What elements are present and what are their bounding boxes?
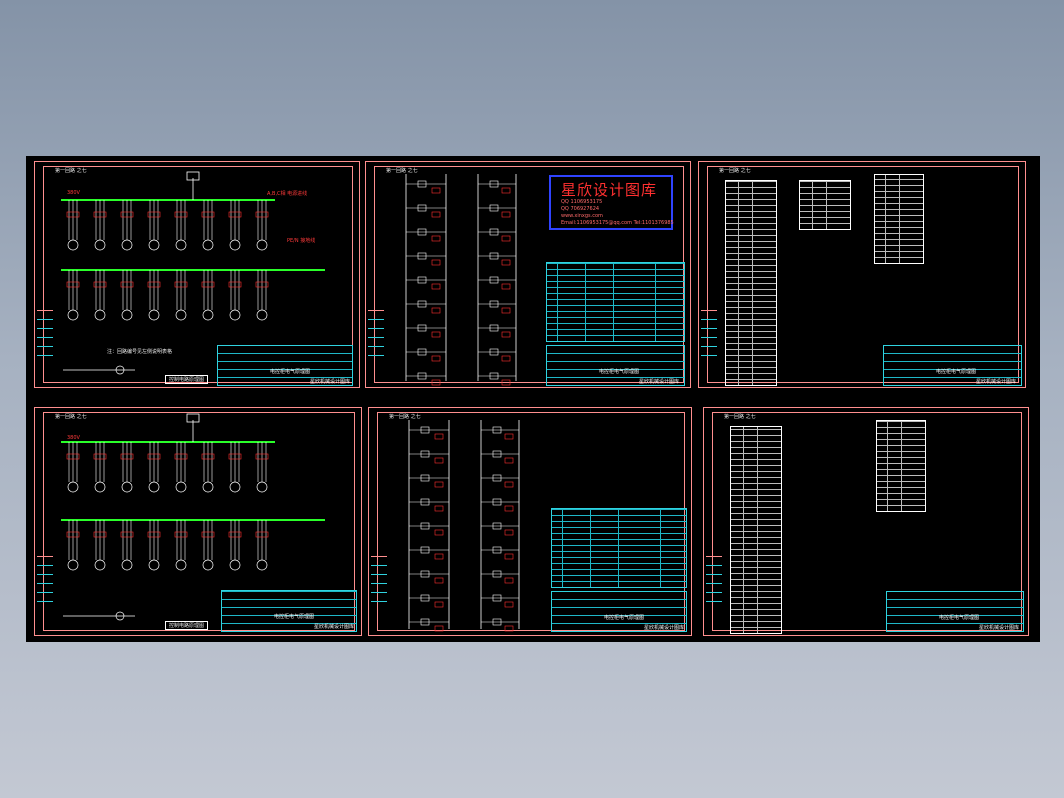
sidebar-labels	[701, 310, 717, 356]
title-block: 电控柜电气原理图 星欣机械设计图库	[546, 345, 685, 386]
note-text: 注：回路编号见左侧说明表格	[107, 349, 173, 355]
sheet-border	[43, 166, 353, 383]
sheet-1[interactable]: 第一回路 之七 380V A,B,C相 电源进线 PE/N 接地线 注：回路编号…	[34, 161, 360, 388]
sheet-border	[712, 412, 1022, 631]
terminal-table	[799, 180, 851, 230]
sidebar-labels	[371, 556, 387, 602]
watermark-box: 星欣设计图库 QQ 1106953175 QQ 706927624 www.xi…	[549, 175, 674, 230]
watermark-line-4: Email:1106953175@qq.com Tel:1101376985	[561, 220, 674, 226]
component-table	[546, 262, 685, 342]
sheet-header: 第一回路 之七	[389, 414, 421, 420]
drawing-name: 电控柜电气原理图	[599, 369, 640, 375]
wire-table	[876, 420, 926, 512]
sidebar-labels	[706, 556, 722, 602]
watermark-line-2: QQ 706927624	[561, 206, 600, 212]
feed-label: A,B,C相 电源进线	[267, 191, 308, 197]
company-name: 星欣机械设计图库	[976, 379, 1017, 385]
schematic-branches	[61, 413, 325, 621]
sidebar-labels	[37, 556, 53, 602]
sidebar-labels	[368, 310, 384, 356]
sheet-6[interactable]: 第一回路 之七 电控柜电气原理图 星欣机械设计图库	[703, 407, 1029, 636]
company-name: 星欣机械设计图库	[644, 625, 685, 631]
sheet-3[interactable]: 第一回路 之七 电控柜电气原理图 星欣机械设计图库	[698, 161, 1026, 388]
sheet-4[interactable]: 第一回路 之七 380V 控制电路原理图 电控柜电气原理图 星欣机械设计图库	[34, 407, 362, 636]
sheet-header: 第一回路 之七	[724, 414, 756, 420]
sheet-header: 第一回路 之七	[55, 168, 87, 174]
company-name: 星欣机械设计图库	[314, 624, 355, 630]
drawing-name: 电控柜电气原理图	[274, 614, 315, 620]
title-block: 电控柜电气原理图 星欣机械设计图库	[883, 345, 1022, 386]
parts-list-table	[730, 426, 782, 634]
parts-list-table	[725, 180, 777, 386]
wire-table	[874, 174, 924, 264]
drawing-name: 电控柜电气原理图	[939, 615, 980, 621]
legend-text: 控制电路原理图	[165, 375, 209, 384]
sheet-2[interactable]: 第一回路 之七 电控柜电气原理图 星欣机械设计图库	[365, 161, 691, 388]
company-name: 星欣机械设计图库	[310, 379, 351, 385]
sheet-header: 第一回路 之七	[719, 168, 751, 174]
legend-text: 控制电路原理图	[165, 621, 209, 630]
company-name: 星欣机械设计图库	[639, 379, 680, 385]
drawing-canvas[interactable]: 第一回路 之七 380V A,B,C相 电源进线 PE/N 接地线 注：回路编号…	[26, 156, 1040, 642]
branch-label: PE/N 接地线	[287, 238, 316, 244]
sheet-border	[43, 412, 355, 631]
title-block: 电控柜电气原理图 星欣机械设计图库	[217, 345, 353, 386]
bus-label: 380V	[67, 190, 80, 196]
title-block: 电控柜电气原理图 星欣机械设计图库	[551, 591, 687, 632]
sheet-5[interactable]: 第一回路 之七 电控柜电气原理图 星欣机械设计图库	[368, 407, 692, 636]
sheet-header: 第一回路 之七	[55, 414, 87, 420]
component-table	[551, 508, 687, 588]
title-block: 电控柜电气原理图 星欣机械设计图库	[886, 591, 1024, 632]
sheet-header: 第一回路 之七	[386, 168, 418, 174]
title-block: 电控柜电气原理图 星欣机械设计图库	[221, 590, 357, 632]
schematic-branches	[61, 171, 325, 375]
drawing-name: 电控柜电气原理图	[936, 369, 977, 375]
drawing-name: 电控柜电气原理图	[270, 369, 311, 375]
company-name: 星欣机械设计图库	[979, 625, 1020, 631]
drawing-name: 电控柜电气原理图	[604, 615, 645, 621]
watermark-line-1: QQ 1106953175	[561, 199, 603, 205]
ladder-diagram	[408, 420, 520, 632]
bus-label: 380V	[67, 435, 80, 441]
watermark-title: 星欣设计图库	[561, 181, 658, 199]
watermark-line-3: www.xinxgs.com	[561, 213, 603, 219]
sidebar-labels	[37, 310, 53, 356]
ladder-diagram	[405, 174, 517, 386]
sheet-border	[707, 166, 1019, 383]
